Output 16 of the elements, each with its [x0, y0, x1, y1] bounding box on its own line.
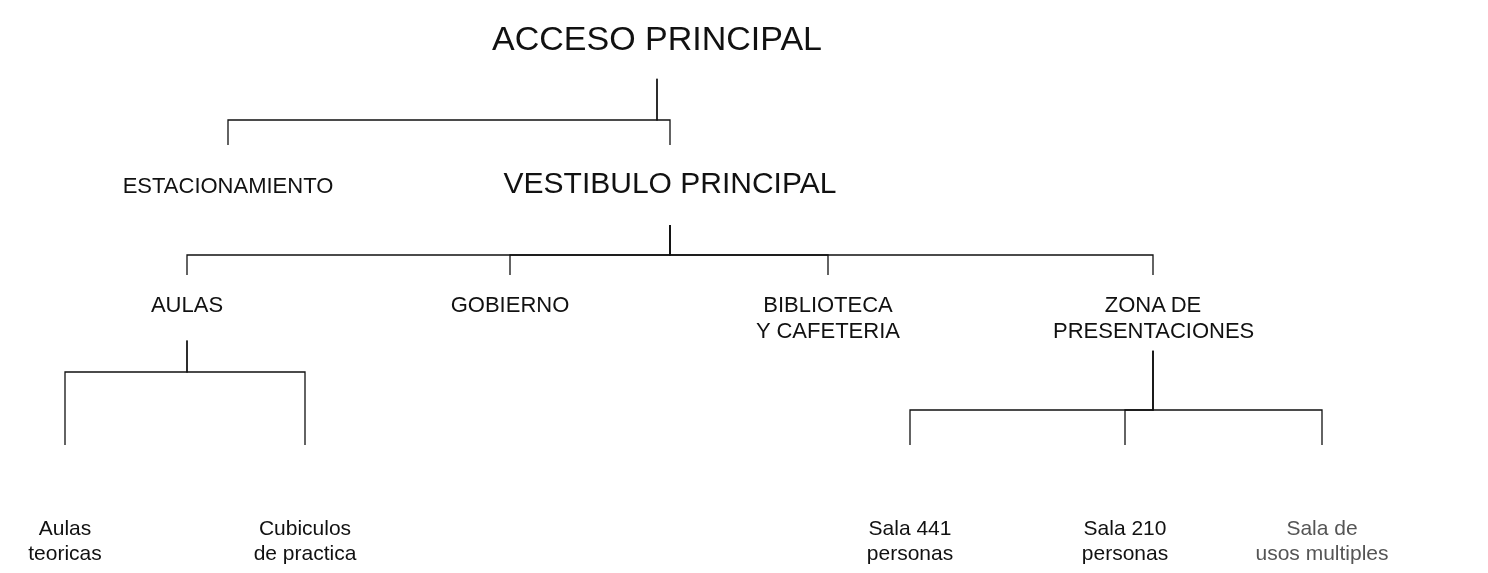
node-label: Sala de usos multiples	[1254, 515, 1390, 566]
connector-line	[186, 339, 306, 446]
connector-line	[1152, 350, 1323, 446]
node-label: VESTIBULO PRINCIPAL	[502, 165, 838, 201]
node-label: Aulas teoricas	[27, 515, 103, 566]
node-label: BIBLIOTECA Y CAFETERIA	[755, 292, 901, 345]
node-label: ESTACIONAMIENTO	[121, 173, 335, 200]
node-label: Cubiculos de practica	[252, 515, 358, 566]
node-label: ZONA DE PRESENTACIONES	[1053, 292, 1253, 345]
node-label: Sala 441 personas	[865, 515, 955, 566]
node-label: GOBIERNO	[449, 292, 571, 319]
node-label: Sala 210 personas	[1080, 515, 1170, 566]
node-label: AULAS	[149, 292, 225, 319]
connector-line	[656, 78, 671, 146]
node-label: ACCESO PRINCIPAL	[491, 18, 823, 59]
connector-line	[669, 224, 1154, 276]
